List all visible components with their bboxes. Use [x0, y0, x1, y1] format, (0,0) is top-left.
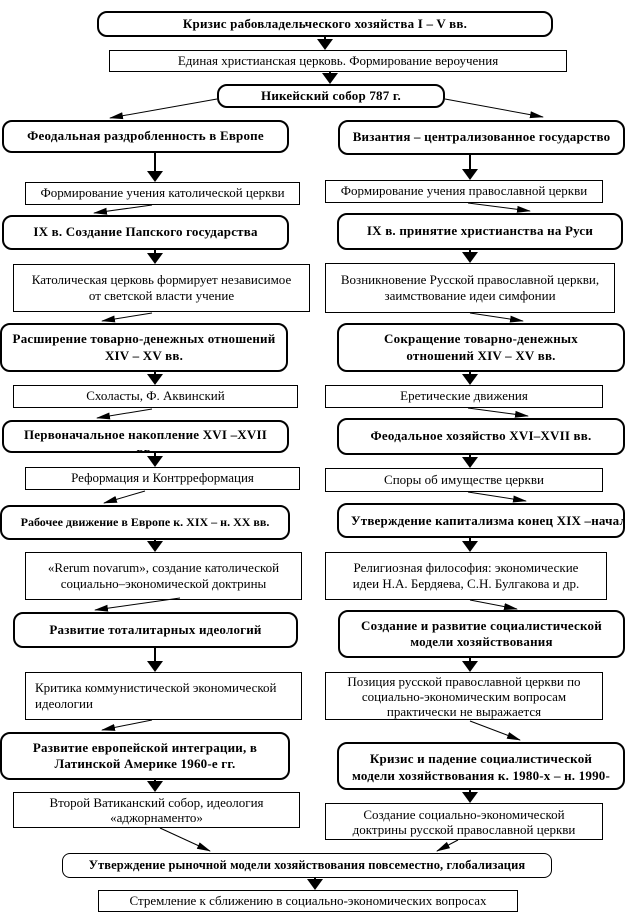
arrow-diagonal	[467, 491, 527, 503]
node-socioeconomic-convergence: Стремление к сближению в социально-эконо…	[98, 890, 518, 912]
node-orthodox-position-not-expressed: Позиция русской православной церкви по с…	[325, 672, 603, 720]
arrow-down	[322, 72, 338, 84]
arrow-diagonal	[103, 490, 146, 504]
arrow-down	[147, 540, 163, 552]
arrow-diagonal	[93, 204, 153, 215]
node-commodity-money-expansion: Расширение товарно-денежных отношений XI…	[0, 323, 288, 372]
node-unified-christian-church: Единая христианская церковь. Формировани…	[109, 50, 567, 72]
node-russian-orthodox-church-emergence: Возникновение Русской православной церкв…	[325, 263, 615, 313]
arrow-diagonal	[101, 719, 153, 731]
node-feudal-economy: Феодальное хозяйство XVI–XVII вв.	[337, 418, 625, 455]
node-second-vatican-council: Второй Ватиканский собор, идеология «адж…	[13, 792, 300, 828]
arrow-diagonal	[444, 98, 544, 119]
node-orthodox-doctrine-formation: Формирование учения православной церкви	[325, 180, 603, 203]
arrow-down	[462, 455, 478, 468]
node-socialist-model-creation: Создание и развитие социалистической мод…	[338, 610, 625, 658]
node-crisis-slaveholding-economy: Кризис рабовладельческого хозяйства I – …	[97, 11, 553, 37]
node-labor-movement-europe: Рабочее движение в Европе к. XIX – н. XX…	[0, 505, 290, 540]
arrow-diagonal	[159, 827, 211, 852]
arrow-down	[462, 538, 478, 552]
node-reformation-counterreformation: Реформация и Контрреформация	[25, 467, 300, 490]
node-church-property-disputes: Споры об имуществе церкви	[325, 468, 603, 492]
node-papal-state-creation: IX в. Создание Папского государства	[2, 215, 289, 250]
arrow-down	[462, 155, 478, 180]
node-market-model-globalization: Утверждение рыночной модели хозяйствован…	[62, 853, 552, 878]
arrow-down	[307, 877, 323, 890]
node-feudal-fragmentation-europe: Феодальная раздробленность в Европе	[2, 120, 289, 153]
arrow-diagonal	[436, 839, 459, 852]
arrow-diagonal	[469, 599, 518, 610]
arrow-diagonal	[469, 720, 521, 741]
arrow-down	[462, 658, 478, 672]
node-socialist-model-crisis: Кризис и падение социалистической модели…	[337, 742, 625, 790]
node-rerum-novarum-doctrine: «Rerum novarum», создание католической с…	[25, 552, 302, 600]
arrow-diagonal	[467, 407, 529, 418]
node-byzantium-centralized-state: Византия – централизованное государство	[338, 120, 625, 155]
arrow-diagonal	[467, 202, 531, 213]
arrow-down	[147, 372, 163, 385]
arrow-diagonal	[469, 312, 524, 323]
arrow-diagonal	[96, 408, 153, 420]
arrow-down	[147, 250, 163, 264]
node-scholastics-aquinas: Схоласты, Ф. Аквинский	[13, 385, 298, 408]
arrow-down	[147, 780, 163, 792]
arrow-down	[462, 250, 478, 263]
node-totalitarian-ideologies: Развитие тоталитарных идеологий	[13, 612, 298, 648]
node-catholic-doctrine-formation: Формирование учения католической церкви	[25, 182, 300, 205]
node-religious-philosophy: Религиозная философия: экономические иде…	[325, 552, 607, 600]
arrow-diagonal	[101, 312, 153, 323]
arrow-down	[462, 372, 478, 385]
node-catholic-independent-teaching: Католическая церковь формирует независим…	[13, 264, 310, 312]
arrow-down	[147, 153, 163, 182]
node-commodity-money-contraction: Сокращение товарно-денежных отношений XI…	[337, 323, 625, 372]
arrow-diagonal	[109, 98, 218, 120]
arrow-down	[317, 37, 333, 50]
node-european-integration: Развитие европейской интеграции, в Латин…	[0, 732, 290, 780]
node-christianization-of-rus: IX в. принятие христианства на Руси	[337, 213, 623, 250]
node-critique-communist-ideology: Критика коммунистической экономической и…	[25, 672, 302, 720]
arrow-down	[147, 648, 163, 672]
node-primitive-accumulation: Первоначальное накопление XVI –XVII вв.	[2, 420, 289, 453]
node-capitalism-establishment: Утверждение капитализма конец XIX –начал…	[337, 503, 625, 538]
arrow-down	[462, 790, 478, 803]
node-heretical-movements: Еретические движения	[325, 385, 603, 408]
node-nicaea-council: Никейский собор 787 г.	[217, 84, 445, 108]
arrow-down	[147, 453, 163, 467]
node-orthodox-socioeconomic-doctrine: Создание социально-экономической доктрин…	[325, 803, 603, 840]
